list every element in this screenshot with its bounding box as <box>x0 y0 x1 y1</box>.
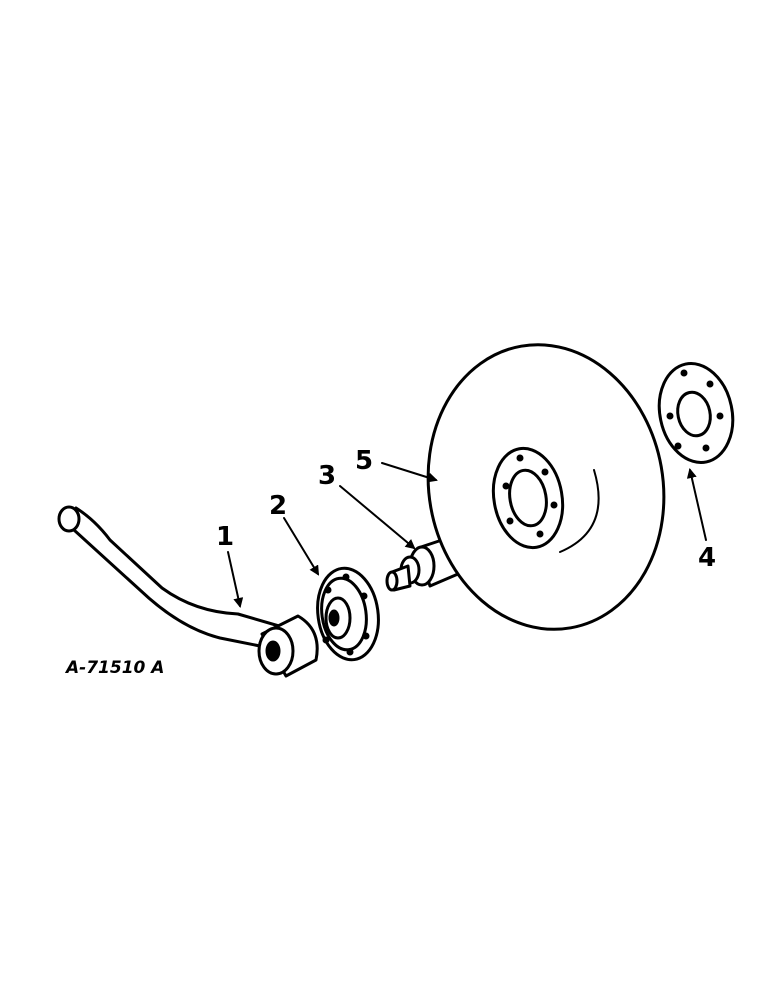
callout-number-2: 2 <box>269 491 287 521</box>
callout-leader-3 <box>339 485 416 550</box>
callout-number-1: 1 <box>216 522 234 552</box>
figure-id-label: A-71510 A <box>64 658 164 678</box>
callout-leader-1 <box>227 551 244 608</box>
outer-flange-part <box>657 362 735 464</box>
callout-number-3: 3 <box>318 461 336 491</box>
arm-part <box>57 505 319 678</box>
bearing-flange-part <box>316 566 380 662</box>
callout-number-4: 4 <box>698 543 716 573</box>
disc-blade-part <box>426 343 666 631</box>
callout-leader-4 <box>686 468 707 541</box>
callout-leader-5 <box>381 462 438 483</box>
callout-number-5: 5 <box>355 446 373 476</box>
callout-leader-2 <box>283 517 320 576</box>
